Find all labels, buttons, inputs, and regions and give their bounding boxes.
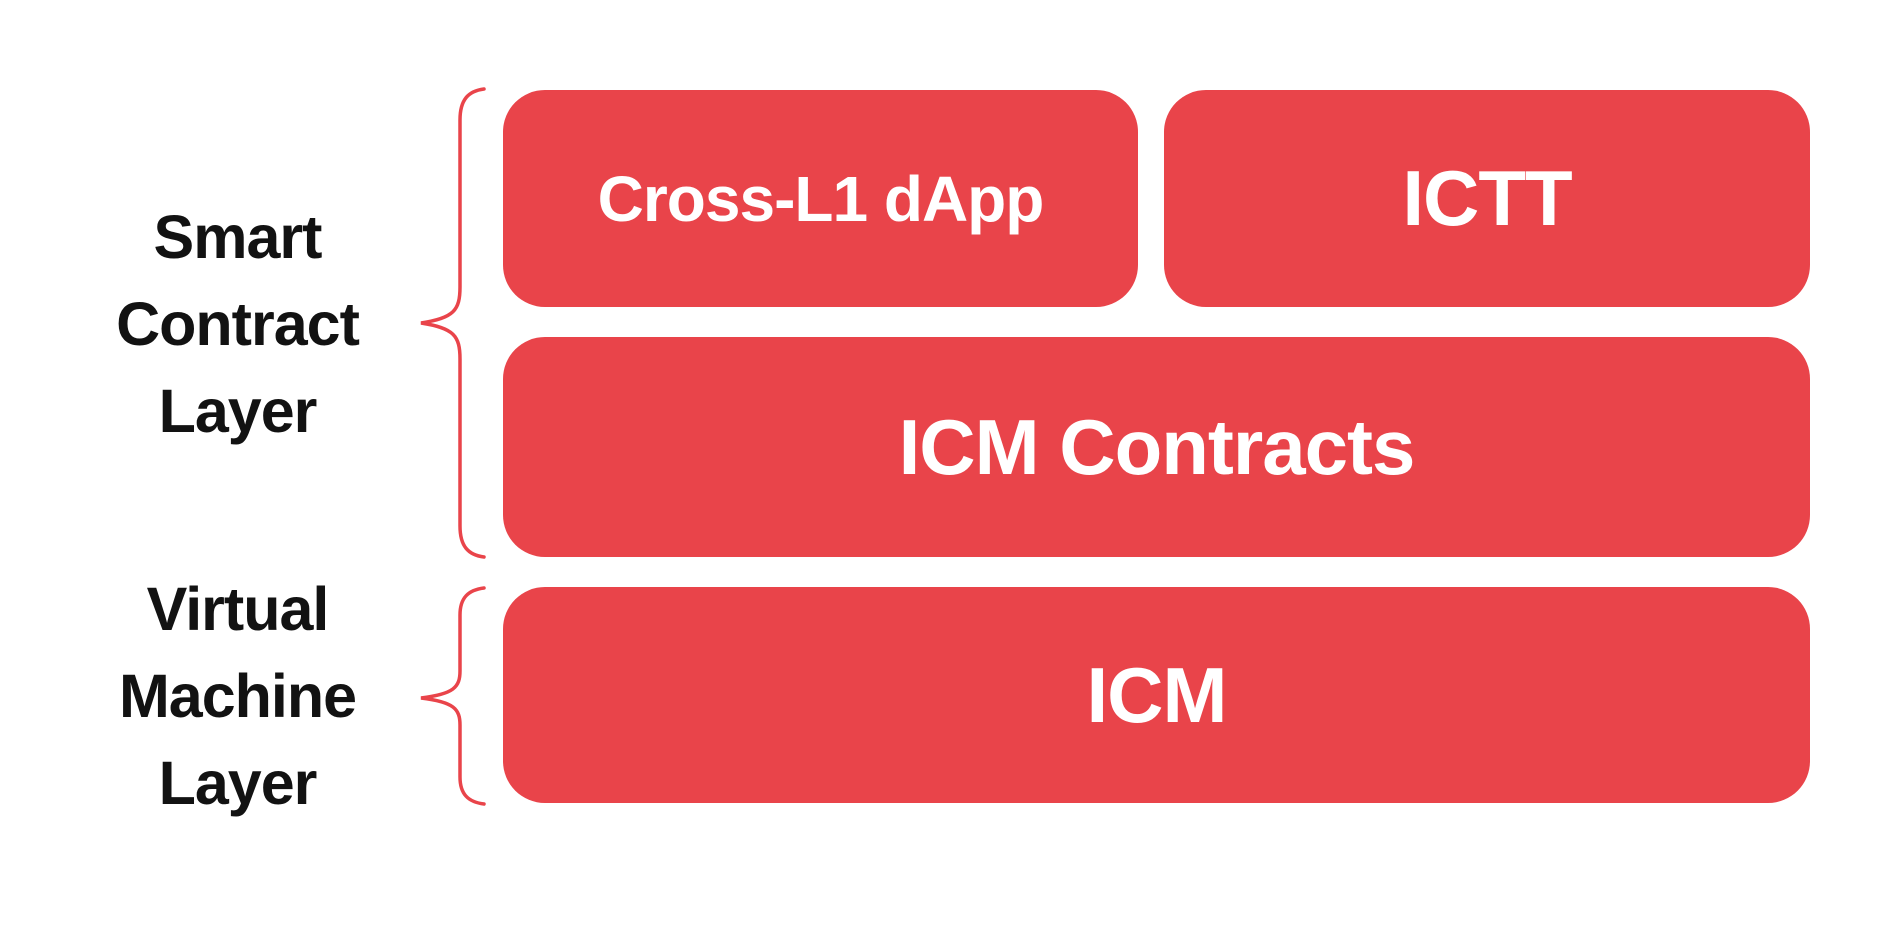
smart-contract-layer-label: Smart Contract Layer <box>55 194 420 455</box>
label-line: Layer <box>158 749 318 817</box>
label-line: Virtual <box>146 575 330 643</box>
icm-contracts-label: ICM Contracts <box>898 402 1416 491</box>
ictt-label: ICTT <box>1402 154 1572 242</box>
label-line: Machine <box>118 662 357 730</box>
icm-label: ICM <box>1086 650 1228 739</box>
cross-l1-dapp-label: Cross-L1 dApp <box>597 162 1045 235</box>
icm-contracts-box: ICM Contracts <box>503 337 1810 557</box>
cross-l1-dapp-box: Cross-L1 dApp <box>503 90 1138 307</box>
smart-contract-brace-icon <box>420 87 486 559</box>
virtual-machine-layer-label: Virtual Machine Layer <box>55 566 420 827</box>
virtual-machine-brace-icon <box>420 586 486 806</box>
ictt-box: ICTT <box>1164 90 1810 307</box>
label-line: Layer <box>158 377 318 445</box>
label-line: Smart <box>153 203 323 271</box>
icm-box: ICM <box>503 587 1810 803</box>
label-line: Contract <box>116 290 360 358</box>
